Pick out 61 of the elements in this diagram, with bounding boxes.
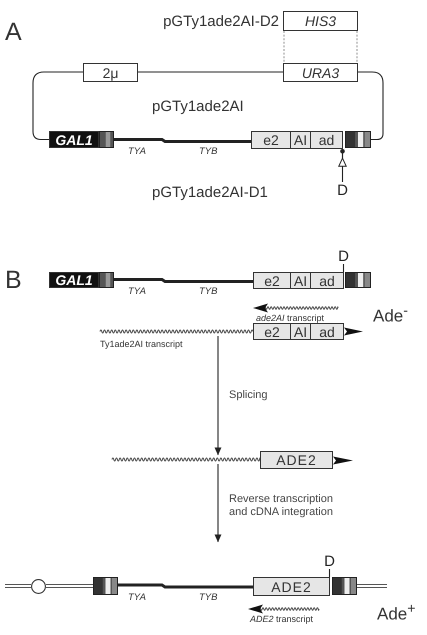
thick-dna-line [114,138,251,143]
process-arrow [214,464,222,542]
region-label: TYA [128,593,146,604]
gene-box: AI [290,323,311,340]
site-label: D [323,553,336,569]
open-circle [31,578,46,594]
striped-box [99,131,114,148]
gene-box: e2 [253,323,291,340]
leader-arrow [338,148,347,182]
construct-label: pGTy1ade2AI [152,98,244,116]
region-label: TYA [128,147,146,158]
double-dna-line [45,584,94,588]
gene-box: ADE2 [253,577,330,596]
striped-box [345,272,371,288]
phenotype-label: Ade$^{-}$ [373,303,408,326]
gene-box: GAL1 [49,131,99,148]
dashed-line [283,31,285,63]
dashed-line [356,31,358,63]
leader-line [342,264,344,272]
double-dna-line [4,584,32,588]
gene-box: AI [290,272,311,289]
gene-box: HIS3 [283,11,358,31]
plasmid-line [138,71,283,73]
region-label: TYB [199,287,218,298]
leader-line [328,569,330,577]
plasmid-line [32,71,83,140]
phenotype-label: Ade$^{+}$ [377,601,416,624]
site-label: D [336,182,349,198]
wavy-line [112,455,260,464]
panel-letter: B [5,266,22,295]
wavy-line [100,327,253,336]
region-label: TYB [199,147,218,158]
gene-box: URA3 [283,63,358,82]
region-label: TYA [128,287,146,298]
double-dna-line [356,584,388,588]
thick-dna-line [118,584,253,588]
gene-box: GAL1 [49,272,99,288]
panel-letter: A [5,18,22,47]
process-arrow [214,336,222,456]
striped-box [99,272,114,288]
edge-label: Splicing [229,389,268,402]
site-label: D [337,248,350,264]
transcript-caption: Ty1ade2AI transcript [100,339,183,350]
gene-box: ad [310,272,344,289]
gene-box: 2μ [83,63,138,82]
region-label: TYB [199,593,218,604]
thick-dna-line [114,278,253,283]
transcript-caption: ade2AI transcript [256,313,324,324]
gene-box: AI [290,131,311,149]
gene-box: e2 [253,272,291,289]
gene-box: ADE2 [260,451,333,469]
gene-box: e2 [251,131,291,149]
construct-label: pGTy1ade2AI-D2 [163,13,279,30]
edge-label: Reverse transcription and cDNA integration [229,493,334,518]
transcript-caption: ADE2 transcript [250,614,314,624]
construct-label: pGTy1ade2AI-D1 [152,184,268,202]
gene-box: ad [310,131,343,149]
gene-box: ad [310,323,344,340]
striped-box [345,131,371,148]
striped-box [93,577,118,595]
striped-box [332,577,357,595]
